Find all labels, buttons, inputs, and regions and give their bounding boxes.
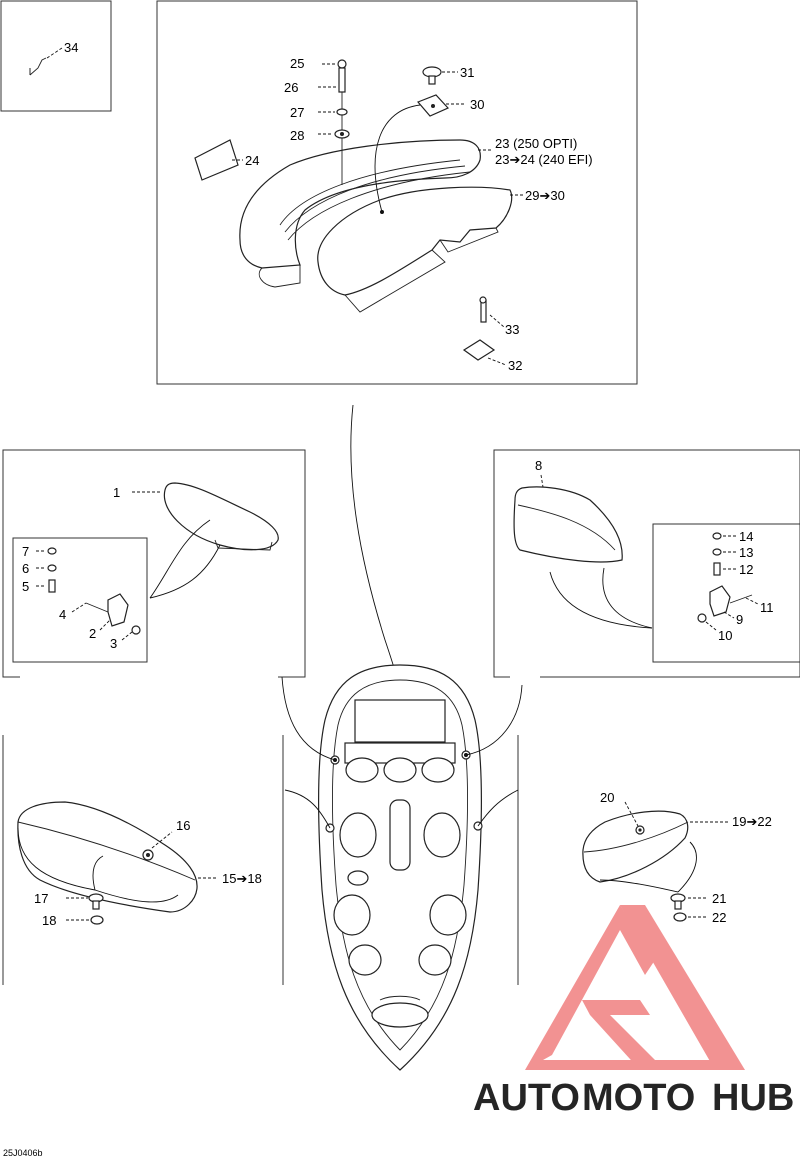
part-23-backrest (239, 139, 481, 288)
label-15: 15➔18 (222, 871, 262, 886)
label-30: 30 (470, 97, 484, 112)
watermark-logo: AUTO MOTO HUB (473, 905, 794, 1119)
part-33-rivet: 33 (479, 296, 519, 337)
label-4: 4 (59, 607, 66, 622)
part-1-seat: 1 (113, 482, 279, 551)
part-17-18-fasteners: 17 18 (34, 891, 104, 928)
label-25: 25 (290, 56, 304, 71)
part-2-latch: 4 2 3 (59, 593, 141, 651)
label-19: 19➔22 (732, 814, 772, 829)
diagram-code: 25J0406b (3, 1148, 43, 1158)
part-24-decal: 24 (194, 139, 259, 181)
label-33: 33 (505, 322, 519, 337)
leader-30-to-cushion (374, 104, 421, 213)
label-13: 13 (739, 545, 753, 560)
inset-frame-left (2, 449, 306, 678)
watermark-text-moto: MOTO (582, 1077, 695, 1119)
part-31-plug: 31 (422, 65, 474, 85)
fastener-stack-5-7: 7 6 5 (22, 544, 57, 594)
part-32-pad: 32 (462, 339, 522, 373)
watermark-text-auto: AUTO (473, 1077, 580, 1119)
label-2: 2 (89, 626, 96, 641)
label-17: 17 (34, 891, 48, 906)
fastener-stack-12-14: 14 13 12 (712, 529, 753, 577)
part-30-plate: 30 (416, 94, 484, 117)
label-24: 24 (245, 153, 259, 168)
label-23b: 23➔24 (240 EFI) (495, 152, 593, 167)
label-31: 31 (460, 65, 474, 80)
inset-frame-right (493, 449, 800, 678)
label-7: 7 (22, 544, 29, 559)
label-27: 27 (290, 105, 304, 120)
label-3: 3 (110, 636, 117, 651)
label-22: 22 (712, 910, 726, 925)
label-29: 29➔30 (525, 188, 565, 203)
label-11: 11 (760, 600, 774, 615)
fastener-stack-25-28: 25 26 27 28 (284, 56, 350, 185)
label-21: 21 (712, 891, 726, 906)
label-8: 8 (535, 458, 542, 473)
part-8-seat: 8 (513, 458, 623, 563)
part-21-22-fasteners: 21 22 (670, 891, 726, 925)
hull-deck (318, 664, 483, 1071)
label-9: 9 (736, 612, 743, 627)
watermark-text-hub: HUB (712, 1077, 794, 1119)
label-18: 18 (42, 913, 56, 928)
label-34: 34 (64, 40, 78, 55)
label-14: 14 (739, 529, 753, 544)
label-23a: 23 (250 OPTI) (495, 136, 577, 151)
part-34-clip: 34 (29, 40, 78, 76)
label-12: 12 (739, 562, 753, 577)
label-20: 20 (600, 790, 614, 805)
label-28: 28 (290, 128, 304, 143)
label-1: 1 (113, 485, 120, 500)
label-10: 10 (718, 628, 732, 643)
label-5: 5 (22, 579, 29, 594)
part-15-seat: 16 15➔18 (17, 801, 262, 913)
inset-frame-34 (0, 0, 112, 112)
inset-frame-fastener-left (12, 537, 148, 663)
label-6: 6 (22, 561, 29, 576)
inset-frame-fastener-right (652, 523, 800, 663)
part-29-cushion (317, 186, 513, 313)
part-9-latch: 11 9 10 (697, 585, 774, 643)
inset-frame-top (156, 0, 638, 385)
label-32: 32 (508, 358, 522, 373)
part-19-seat: 20 19➔22 (582, 790, 772, 883)
label-16: 16 (176, 818, 190, 833)
label-26: 26 (284, 80, 298, 95)
